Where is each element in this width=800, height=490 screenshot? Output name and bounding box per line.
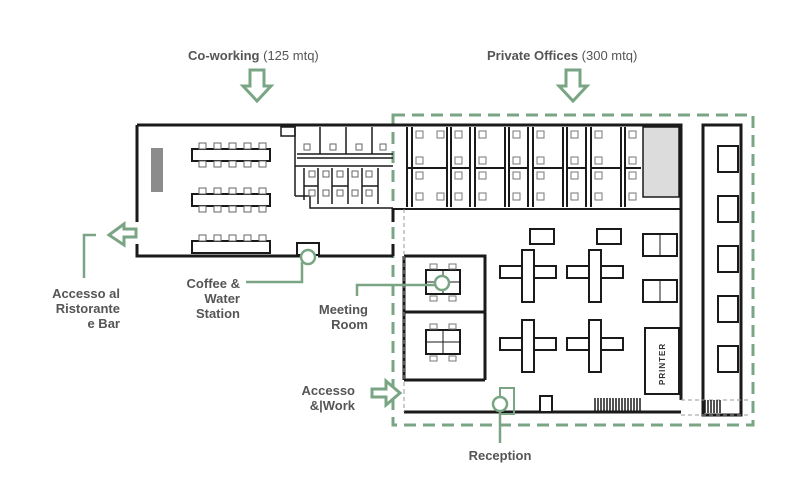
private-offices-size: (300 mtq) xyxy=(581,48,638,63)
coffee-line-1: Coffee & xyxy=(186,276,240,291)
printer-label: PRINTER xyxy=(658,343,667,385)
printer-room xyxy=(644,327,680,395)
work-line-2: &|Work xyxy=(309,398,355,413)
meeting-line-1: Meeting xyxy=(318,302,368,317)
booth-chairs xyxy=(303,143,387,197)
coffee-line-3: Station xyxy=(195,306,240,321)
coffee-line-2: Water xyxy=(204,291,240,306)
private-offices-title: Private Offices (300 mtq) xyxy=(487,48,637,63)
coworking-chairs xyxy=(198,142,267,242)
small-tables xyxy=(529,228,622,245)
ristorante-line-3: e Bar xyxy=(87,316,120,331)
reception-pillar xyxy=(539,395,553,413)
reception-label: Reception xyxy=(468,448,532,463)
dashed-lines xyxy=(403,209,750,416)
work-line-1: Accesso xyxy=(301,383,355,398)
meeting-room-label: Meeting Room xyxy=(290,302,368,332)
meeting-line-2: Room xyxy=(331,317,368,332)
private-offices-name: Private Offices xyxy=(487,48,579,63)
cluster-desks xyxy=(642,233,678,303)
office-dividers xyxy=(406,127,641,207)
coworking-name: Co-working xyxy=(188,48,260,63)
arrow-icon xyxy=(106,68,591,409)
storage-room xyxy=(642,126,680,198)
cross-workstations xyxy=(499,249,624,373)
coworking-title: Co-working (125 mtq) xyxy=(188,48,319,63)
thin-walls xyxy=(280,125,393,209)
private-offices-boundary xyxy=(391,113,755,427)
office-chairs xyxy=(415,130,637,201)
stairs xyxy=(594,398,721,413)
ristorante-label: Accesso al Ristorante e Bar xyxy=(30,286,120,331)
booth-desks xyxy=(297,127,393,204)
coffee-label: Coffee & Water Station xyxy=(160,276,240,321)
coworking-size: (125 mtq) xyxy=(263,48,319,63)
ristorante-line-1: Accesso al xyxy=(52,286,120,301)
bench-storage xyxy=(151,148,163,192)
work-access-label: Accesso &|Work xyxy=(275,383,355,413)
right-column-desks xyxy=(717,145,739,373)
ristorante-line-2: Ristorante xyxy=(55,301,120,316)
circle-marker-icon xyxy=(299,248,509,413)
meeting-chairs xyxy=(429,263,457,362)
